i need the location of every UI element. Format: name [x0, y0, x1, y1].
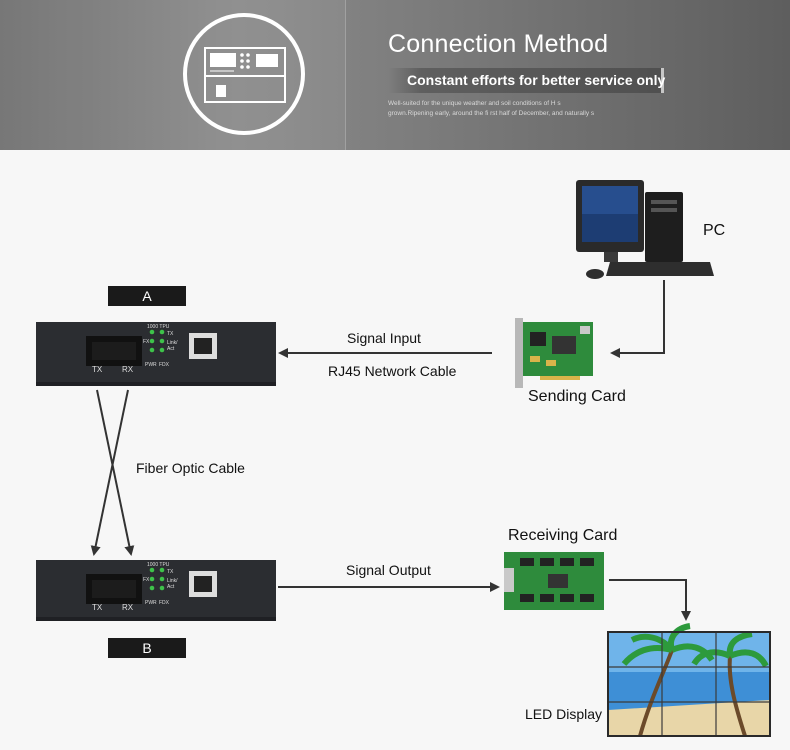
receiving-card-label: Receiving Card [508, 527, 618, 544]
fiber-cable-line-1 [96, 389, 135, 556]
converter-b-link-label: Link/ [167, 578, 178, 584]
converter-b-fdx-label: FDX [159, 600, 170, 606]
converter-a-rx-label: RX [122, 365, 134, 374]
sending-card-icon [515, 318, 593, 388]
tagline-box [388, 68, 664, 93]
header-description: Well-suited for the unique weather and s… [388, 100, 595, 117]
connection-diagram: TX RX 1000 TPU FX TX Link/ Act PWR FDX T… [0, 150, 790, 750]
tagline: Constant efforts for better service only [407, 72, 666, 88]
device-icon-ring [183, 13, 305, 135]
converter-b-tag: B [108, 638, 186, 658]
converter-a-tx-label: TX [92, 365, 103, 374]
converter-b-tx-label: TX [92, 603, 103, 612]
converter-b-speed-label: 1000 TPU [147, 562, 170, 568]
receiving-card-icon [504, 552, 604, 610]
sending-card-label: Sending Card [528, 388, 626, 405]
header-banner: Connection Method Constant efforts for b… [0, 0, 790, 150]
converter-front-icon [204, 47, 286, 103]
header-divider [345, 0, 346, 150]
rj45-cable-label: RJ45 Network Cable [328, 363, 457, 379]
pc-to-sending-card-arrow [610, 280, 665, 358]
converter-b-pwr-label: PWR [145, 600, 157, 606]
signal-input-label: Signal Input [347, 330, 421, 346]
converter-a-pwr-label: PWR [145, 362, 157, 368]
converter-b-tx-led-label: TX [167, 569, 174, 575]
converter-a-fx-label: FX [143, 339, 150, 345]
converter-a-tx-led-label: TX [167, 331, 174, 337]
signal-output-label: Signal Output [346, 562, 431, 578]
page-title: Connection Method [388, 30, 609, 58]
converter-a-speed-label: 1000 TPU [147, 324, 170, 330]
converter-a-link-label: Link/ [167, 340, 178, 346]
converter-a-device [36, 322, 276, 386]
converter-a-tag: A [108, 286, 186, 306]
led-display-label: LED Display [525, 706, 603, 722]
diagram-graphics: TX RX 1000 TPU FX TX Link/ Act PWR FDX T… [36, 180, 771, 737]
converter-b-device [36, 560, 276, 621]
pc-label: PC [703, 222, 726, 239]
fiber-cable-line-2 [90, 389, 129, 556]
converter-b-act-label: Act [167, 584, 175, 590]
converter-a-fdx-label: FDX [159, 362, 170, 368]
receiving-card-to-display-arrow [609, 579, 691, 621]
converter-a-act-label: Act [167, 346, 175, 352]
led-display-wall-icon [607, 623, 771, 737]
fiber-optic-cable-label: Fiber Optic Cable [136, 460, 245, 476]
converter-b-fx-label: FX [143, 577, 150, 583]
pc-computer-icon [576, 180, 714, 279]
converter-b-rx-label: RX [122, 603, 134, 612]
